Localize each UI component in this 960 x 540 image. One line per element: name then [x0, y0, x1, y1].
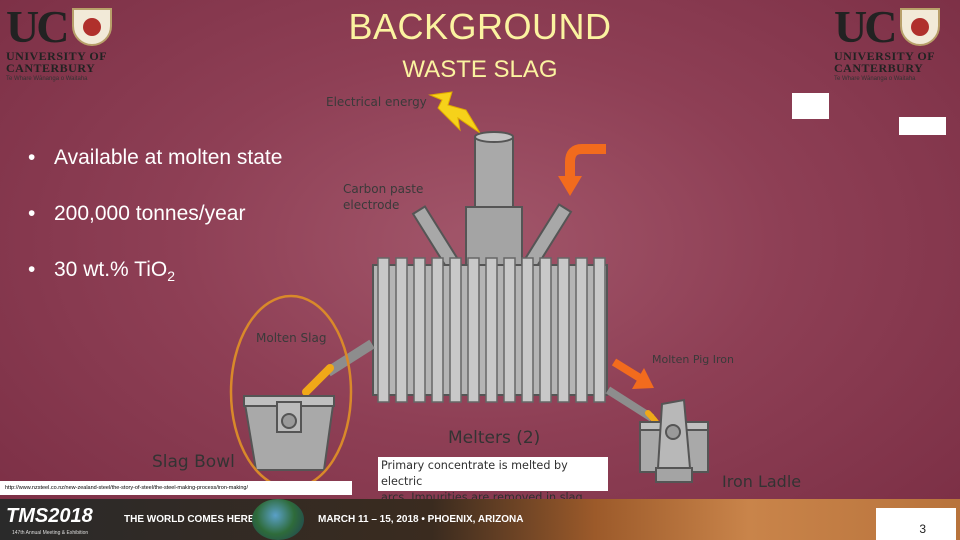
melter-upper-housing	[465, 206, 523, 266]
logo-line2: CANTERBURY	[834, 61, 924, 75]
university-logo-right: UC UNIVERSITY OF CANTERBURY Te Whare Wān…	[834, 4, 946, 84]
logo-line1: UNIVERSITY OF	[6, 49, 108, 63]
bullet-marker: •	[28, 146, 36, 169]
bullet-text: 200,000 tonnes/year	[54, 202, 246, 225]
feed-arrow-head	[558, 176, 582, 196]
page-number: 3	[876, 508, 956, 540]
bullet-text: 30 wt.% TiO	[54, 258, 168, 281]
iron-ladle-base	[655, 467, 693, 483]
iron-tap-launder	[605, 386, 655, 422]
bullet-item: • Available at molten state	[28, 146, 348, 202]
iron-ladle-handle-hole	[665, 424, 681, 440]
bullet-item: • 200,000 tonnes/year	[28, 202, 348, 258]
logo-line1: UNIVERSITY OF	[834, 49, 936, 63]
banner-tagline: THE WORLD COMES HERE.	[124, 514, 258, 525]
white-box-1	[792, 93, 829, 119]
slag-bowl-label: Slag Bowl	[152, 452, 235, 472]
logo-initials: UC	[6, 1, 69, 52]
diagram-caption: Primary concentrate is melted by electri…	[378, 457, 608, 504]
bullet-list: • Available at molten state • 200,000 tonn…	[28, 146, 348, 314]
university-logo-left: UC UNIVERSITY OF CANTERBURY Te Whare Wān…	[6, 4, 118, 84]
feed-arrow-icon	[565, 144, 606, 178]
molten-slag-label: Molten Slag	[256, 331, 326, 345]
slide-title: BACKGROUND	[348, 6, 612, 47]
reference-url[interactable]: http://www.nzsteel.co.nz/new-zealand-ste…	[0, 481, 352, 495]
logo-initials: UC	[834, 1, 897, 52]
carbon-electrode-label-2: electrode	[343, 198, 399, 212]
melter-cooling-bars	[377, 257, 606, 403]
electrical-energy-label: Electrical energy	[326, 95, 427, 109]
bullet-marker: •	[28, 258, 36, 281]
logo-motto: Te Whare Wānanga o Waitaha	[6, 76, 88, 82]
conference-banner: TMS2018 147th Annual Meeting & Exhibitio…	[0, 499, 960, 540]
white-box-2	[899, 117, 946, 135]
crest-icon	[900, 8, 940, 46]
iron-arrow-icon	[611, 358, 643, 382]
bullet-text: Available at molten state	[54, 146, 283, 169]
banner-event-info: MARCH 11 – 15, 2018 • PHOENIX, ARIZONA	[318, 514, 524, 525]
slide-subtitle: WASTE SLAG	[402, 56, 558, 83]
tms-brand-sub: 147th Annual Meeting & Exhibition	[12, 530, 89, 536]
molten-pig-iron-label: Molten Pig Iron	[652, 353, 734, 366]
electrode-top	[474, 131, 514, 143]
bullet-subscript: 2	[167, 268, 175, 285]
slag-bowl-handle-hole	[281, 413, 297, 429]
caption-line-1: Primary concentrate is melted by electri…	[381, 459, 568, 488]
melters-label: Melters (2)	[448, 428, 540, 448]
logo-line2: CANTERBURY	[6, 61, 96, 75]
crest-icon	[72, 8, 112, 46]
bullet-item: • 30 wt.% TiO2	[28, 258, 348, 314]
slag-launder	[325, 339, 375, 377]
bullet-marker: •	[28, 202, 36, 225]
logo-motto: Te Whare Wānanga o Waitaha	[834, 76, 916, 82]
globe-icon	[252, 499, 304, 540]
carbon-electrode-label-1: Carbon paste	[343, 182, 423, 196]
iron-ladle-label: Iron Ladle	[722, 472, 801, 491]
molten-slag-stream	[302, 364, 334, 396]
tms-brand: TMS2018	[6, 505, 93, 527]
lightning-icon	[428, 91, 481, 134]
iron-arrow-head	[632, 368, 654, 389]
